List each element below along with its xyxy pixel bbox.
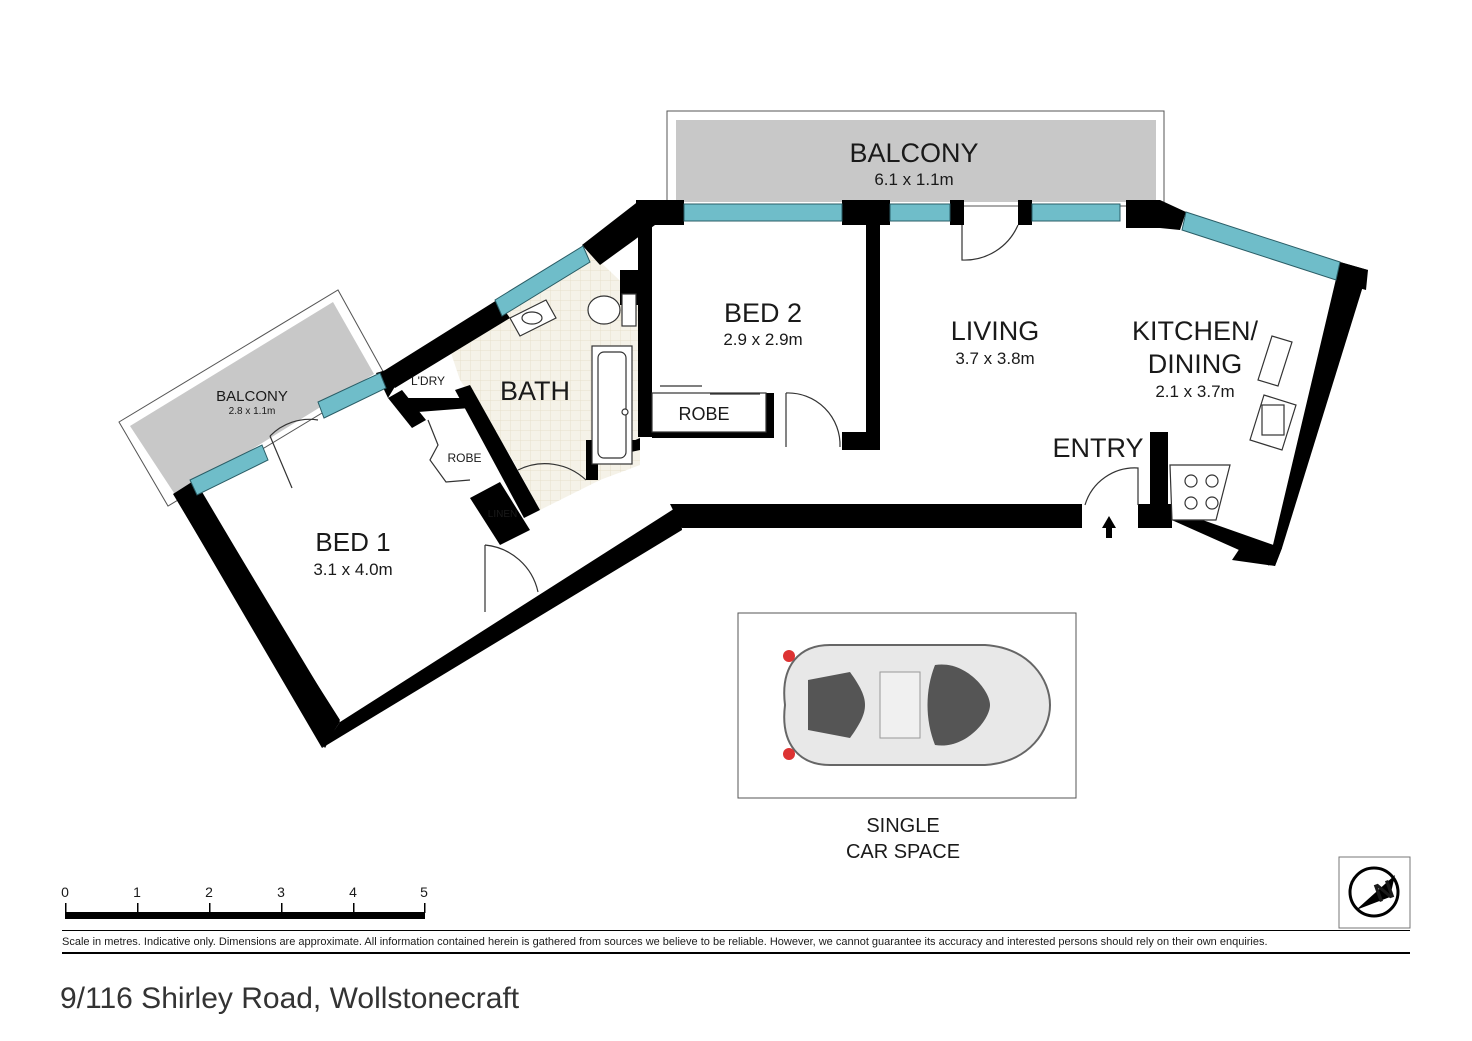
footer-rule-bottom (62, 952, 1410, 954)
scale-tick-1: 1 (133, 884, 141, 900)
footer-rule-top (62, 930, 1410, 931)
car-icon (783, 644, 1052, 766)
car-space-line2: CAR SPACE (845, 841, 961, 863)
bed1-balcony-name: BALCONY (216, 388, 288, 405)
scale-tick-5: 5 (420, 884, 428, 900)
walls (173, 200, 1368, 748)
main-balcony-name: BALCONY (849, 138, 979, 168)
linen-name: LINEN (487, 509, 518, 520)
living-name: LIVING (950, 316, 1040, 346)
entry-arrow-icon (1102, 516, 1116, 528)
laundry-name: L'DRY (410, 374, 446, 388)
fixtures (427, 293, 1297, 521)
bed1-balcony-dim: 2.8 x 1.1m (228, 406, 276, 417)
bed1-name: BED 1 (315, 527, 391, 557)
disclaimer: Scale in metres. Indicative only. Dimens… (62, 936, 1268, 948)
bed1-dim: 3.1 x 4.0m (313, 560, 393, 579)
living-dim: 3.7 x 3.8m (955, 349, 1035, 368)
scale-tick-4: 4 (349, 884, 357, 900)
scale-bar (65, 903, 426, 919)
doors (269, 224, 1139, 612)
scale-tick-0: 0 (61, 884, 69, 900)
bath-name: BATH (499, 376, 570, 406)
robe-bed1-name: ROBE (447, 451, 482, 465)
property-address: 9/116 Shirley Road, Wollstonecraft (60, 982, 520, 1015)
main-balcony (666, 110, 1165, 207)
bed2-dim: 2.9 x 2.9m (723, 330, 803, 349)
bed2-name: BED 2 (723, 298, 803, 328)
scale-tick-2: 2 (205, 884, 213, 900)
kitchen-name-line2: DINING (1147, 349, 1243, 379)
car-space-line1: SINGLE (866, 815, 940, 837)
compass-icon (1338, 856, 1411, 929)
main-balcony-dim: 6.1 x 1.1m (874, 170, 954, 189)
robe-bed2-name: ROBE (678, 404, 730, 424)
scale-tick-3: 3 (277, 884, 285, 900)
kitchen-name-line1: KITCHEN/ (1131, 316, 1258, 346)
entry-name: ENTRY (1052, 433, 1144, 463)
car-space (737, 612, 1077, 799)
kitchen-dim: 2.1 x 3.7m (1155, 382, 1235, 401)
windows (189, 203, 1341, 496)
